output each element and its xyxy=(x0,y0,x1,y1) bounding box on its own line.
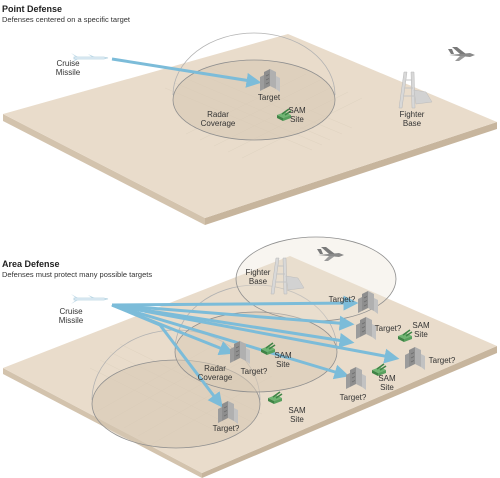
label-sam-line1: SAM xyxy=(288,106,306,115)
missile-track xyxy=(111,57,262,88)
label-sam-line2: Site xyxy=(380,383,394,392)
label-radar-line2: Coverage xyxy=(198,373,233,382)
ground-side-front xyxy=(202,346,497,478)
missile-track-7 xyxy=(111,303,223,408)
label-missile-line2: Missile xyxy=(59,316,84,325)
label-radar-line1: Radar xyxy=(207,110,229,119)
area-defense-title: Area Defense xyxy=(2,259,60,269)
label-sam-line2: Site xyxy=(276,360,290,369)
label-missile-line2: Missile xyxy=(56,68,81,77)
area-defense-panel: Cruise Missile Fighter Base Target? Targ… xyxy=(3,236,497,478)
missile-track-4 xyxy=(111,303,400,364)
radar-dome xyxy=(172,32,336,141)
missile-track-2 xyxy=(111,303,355,331)
label-fighter-line2: Base xyxy=(403,119,422,128)
label-target: Target xyxy=(258,93,281,102)
label-sam-line1: SAM xyxy=(274,351,292,360)
label-target-q: Target? xyxy=(340,393,367,402)
area-defense-heading: Area Defense Defenses must protect many … xyxy=(2,259,152,280)
label-target-q: Target? xyxy=(213,424,240,433)
point-defense-subtitle: Defenses centered on a specific target xyxy=(2,15,130,24)
point-defense-heading: Point Defense Defenses centered on a spe… xyxy=(2,4,130,25)
ground-side-front xyxy=(205,122,497,225)
fighter-jet-icon xyxy=(448,47,475,61)
label-sam-line2: Site xyxy=(290,115,304,124)
cruise-missile-icon xyxy=(70,293,109,305)
label-fighter-line1: Fighter xyxy=(246,268,271,277)
label-radar-line1: Radar xyxy=(204,364,226,373)
point-defense-panel: Cruise Missile Target SAM Site Radar Cov… xyxy=(3,32,497,225)
label-target-q: Target? xyxy=(429,356,456,365)
label-sam-line1: SAM xyxy=(378,374,396,383)
label-target-q: Target? xyxy=(241,367,268,376)
label-radar-line2: Coverage xyxy=(201,119,236,128)
missile-track-1 xyxy=(111,295,359,311)
point-defense-title: Point Defense xyxy=(2,4,63,14)
label-fighter-line2: Base xyxy=(249,277,268,286)
ground-side-left xyxy=(3,114,205,225)
area-defense-subtitle: Defenses must protect many possible targ… xyxy=(2,270,153,279)
label-missile-line1: Cruise xyxy=(56,59,80,68)
missile-tracks xyxy=(111,295,400,408)
missile-track-5 xyxy=(111,303,350,380)
label-sam-line1: SAM xyxy=(412,321,430,330)
label-sam-line1: SAM xyxy=(288,406,306,415)
label-fighter-line1: Fighter xyxy=(400,110,425,119)
label-sam-line2: Site xyxy=(290,415,304,424)
label-target-q: Target? xyxy=(329,295,356,304)
label-missile-line1: Cruise xyxy=(59,307,83,316)
label-target-q: Target? xyxy=(375,324,402,333)
label-sam-line2: Site xyxy=(414,330,428,339)
